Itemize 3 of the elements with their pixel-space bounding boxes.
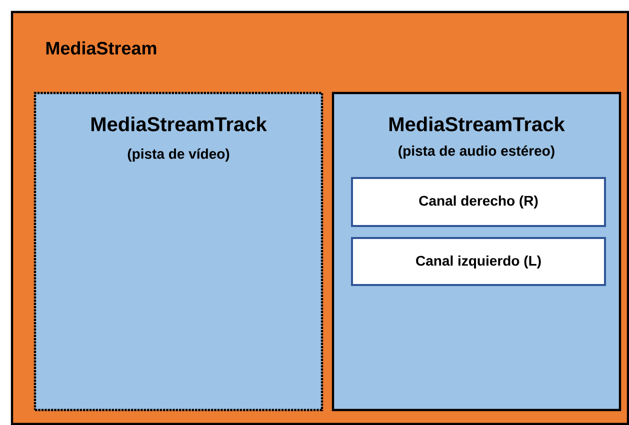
channel-box: Canal derecho (R) [351,177,606,227]
track-box: MediaStreamTrack (pista de vídeo) [34,92,324,412]
channel-box: Canal izquierdo (L) [351,237,606,286]
